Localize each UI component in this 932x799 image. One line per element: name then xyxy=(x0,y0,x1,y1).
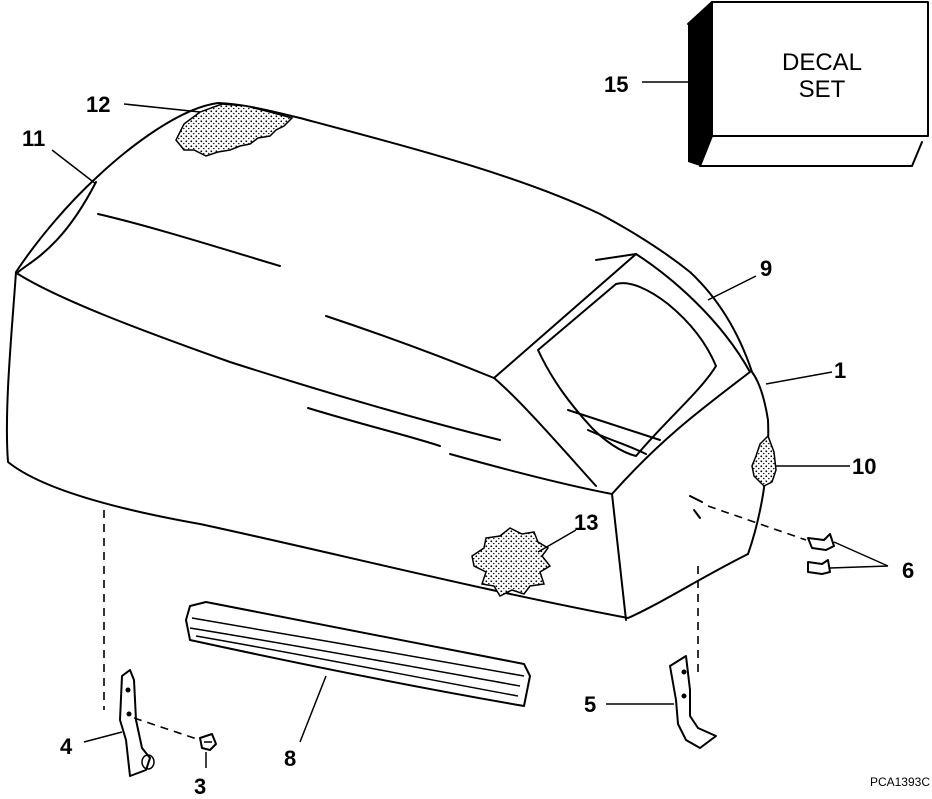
window-panel xyxy=(537,282,717,457)
callout-12: 12 xyxy=(86,92,110,117)
callout-13: 13 xyxy=(574,510,598,535)
figure-id: PCA1393C xyxy=(870,775,930,789)
bracket-right xyxy=(669,655,717,749)
callout-10: 11 xyxy=(22,126,45,151)
callout-6: 6 xyxy=(902,558,914,583)
callout-1: 1 xyxy=(834,358,846,383)
decal-line-1: DECAL xyxy=(782,49,862,76)
decal-line-2: SET xyxy=(799,76,846,103)
foam-pad-13 xyxy=(471,527,552,597)
callout-3: 3 xyxy=(194,774,206,799)
callout-4: 4 xyxy=(60,734,73,759)
dash-pins xyxy=(707,505,807,541)
engine-cover xyxy=(5,102,770,621)
callout-15: 15 xyxy=(604,72,628,97)
bracket-left xyxy=(119,669,155,777)
dash-screw xyxy=(133,717,201,741)
cover-outline xyxy=(5,102,770,619)
callout-11: 10 xyxy=(852,454,876,479)
callout-8: 8 xyxy=(284,746,296,771)
foam-pad-11 xyxy=(751,434,777,487)
foam-pad-12 xyxy=(175,103,294,157)
leader-lines xyxy=(51,81,889,768)
decal-set-box: DECAL SET xyxy=(687,1,932,167)
cover-hole-marks xyxy=(689,495,703,519)
screw-3 xyxy=(199,733,217,751)
pins-6 xyxy=(807,533,835,575)
seal-strip xyxy=(185,601,531,707)
callout-9: 9 xyxy=(760,256,772,281)
callout-5: 5 xyxy=(584,692,596,717)
decal-box-side xyxy=(688,2,712,166)
